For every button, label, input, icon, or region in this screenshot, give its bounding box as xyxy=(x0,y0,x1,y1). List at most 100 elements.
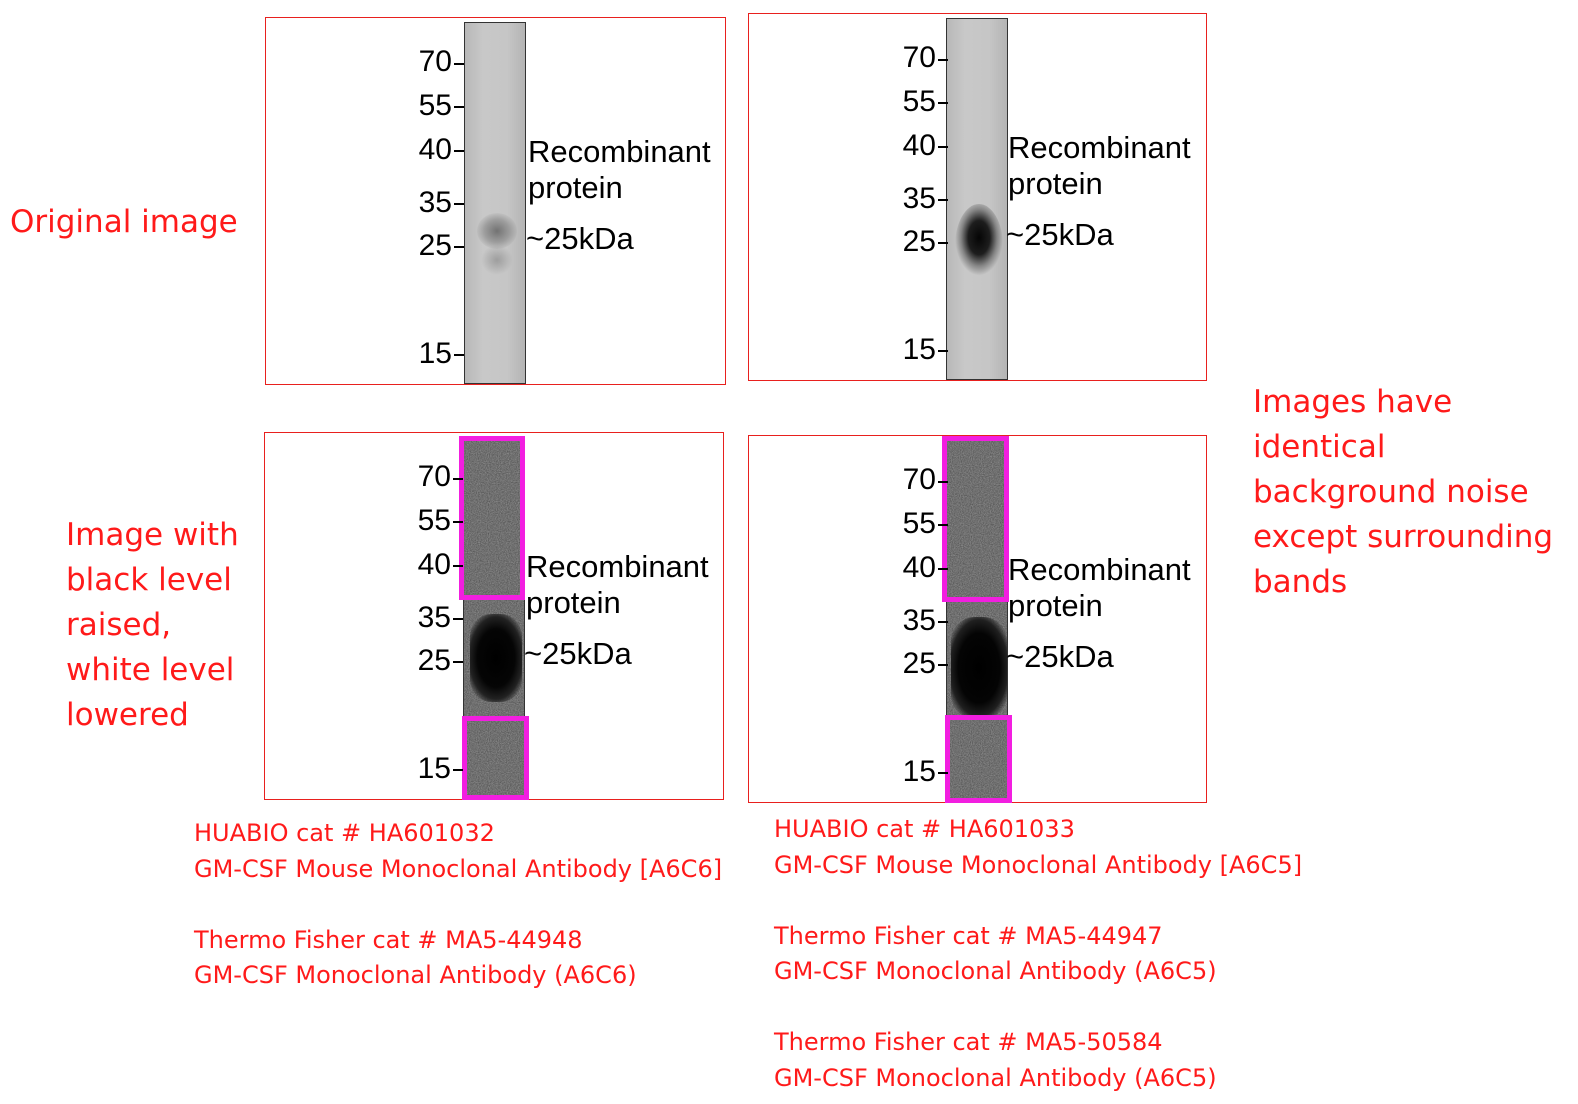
caption-line: GM-CSF Monoclonal Antibody (A6C5) xyxy=(774,957,1217,985)
mw-tick xyxy=(454,246,464,248)
blot-lane xyxy=(463,437,525,799)
mw-marker-40: 40 xyxy=(418,133,452,166)
band-size: ~25kDa xyxy=(1006,639,1114,674)
protein-band xyxy=(951,617,1007,719)
mw-tick xyxy=(938,199,948,201)
label-original-image: Original image xyxy=(10,204,238,240)
band-size: ~25kDa xyxy=(1006,217,1114,252)
mw-tick xyxy=(453,769,463,771)
mw-tick xyxy=(938,242,948,244)
mw-marker-55: 55 xyxy=(417,504,451,537)
mw-tick xyxy=(938,568,948,570)
caption-left: HUABIO cat # HA601032 GM-CSF Mouse Monoc… xyxy=(194,816,722,994)
mw-tick xyxy=(453,661,463,663)
desc-line: Recombinant xyxy=(528,134,711,169)
note-identical-noise: Images have identical background noise e… xyxy=(1253,380,1553,605)
mw-marker-25: 25 xyxy=(902,225,936,258)
protein-band xyxy=(955,204,1003,288)
desc-line: Recombinant xyxy=(1008,130,1191,165)
band-description: Recombinant protein xyxy=(1008,130,1191,202)
caption-line: HUABIO cat # HA601033 xyxy=(774,815,1075,843)
mw-tick xyxy=(454,150,464,152)
protein-band xyxy=(477,213,517,249)
desc-line: protein xyxy=(1008,166,1103,201)
label-line: Image with xyxy=(66,517,239,553)
highlight-box-upper xyxy=(459,436,525,600)
mw-tick xyxy=(453,618,463,620)
mw-marker-55: 55 xyxy=(418,89,452,122)
mw-marker-35: 35 xyxy=(417,601,451,634)
mw-tick xyxy=(454,203,464,205)
protein-band-smear xyxy=(481,245,513,275)
highlight-box-lower xyxy=(462,716,529,800)
caption-spacer xyxy=(774,990,1302,1026)
mw-tick xyxy=(453,565,463,567)
desc-line: protein xyxy=(526,585,621,620)
mw-tick xyxy=(938,102,948,104)
mw-marker-70: 70 xyxy=(417,460,451,493)
blot-lane xyxy=(946,440,1008,802)
mw-marker-25: 25 xyxy=(902,647,936,680)
caption-line: GM-CSF Monoclonal Antibody (A6C6) xyxy=(194,961,637,989)
band-description: Recombinant protein xyxy=(526,549,709,621)
caption-line: GM-CSF Mouse Monoclonal Antibody [A6C6] xyxy=(194,854,723,883)
caption-line: Thermo Fisher cat # MA5-44948 xyxy=(194,925,583,954)
caption-line: GM-CSF Monoclonal Antibody (A6C5) xyxy=(774,1063,1217,1092)
caption-line: Thermo Fisher cat # MA5-44947 xyxy=(774,921,1163,950)
mw-tick xyxy=(938,481,948,483)
mw-tick xyxy=(938,664,948,666)
mw-marker-15: 15 xyxy=(902,333,936,366)
mw-marker-35: 35 xyxy=(418,186,452,219)
label-adjusted-image: Image with black level raised, white lev… xyxy=(66,513,239,738)
blot-lane xyxy=(464,22,526,384)
mw-marker-15: 15 xyxy=(417,752,451,785)
mw-tick xyxy=(938,146,948,148)
label-line: black level xyxy=(66,562,232,598)
blot-panel-top-left: 70 55 40 35 25 15 Recombinant protein ~2… xyxy=(265,17,726,385)
note-line: except surrounding xyxy=(1253,519,1554,555)
mw-marker-35: 35 xyxy=(902,604,936,637)
caption-right: HUABIO cat # HA601033 GM-CSF Mouse Monoc… xyxy=(774,812,1302,1096)
mw-tick xyxy=(454,106,464,108)
mw-tick xyxy=(938,621,948,623)
band-size: ~25kDa xyxy=(526,221,634,256)
mw-marker-25: 25 xyxy=(417,644,451,677)
mw-tick xyxy=(453,521,463,523)
mw-tick xyxy=(938,772,948,774)
band-size: ~25kDa xyxy=(524,636,632,671)
mw-marker-40: 40 xyxy=(417,548,451,581)
mw-tick xyxy=(938,350,948,352)
band-description: Recombinant protein xyxy=(1008,552,1191,624)
mw-marker-70: 70 xyxy=(902,463,936,496)
mw-marker-70: 70 xyxy=(902,41,936,74)
highlight-box-lower xyxy=(945,715,1012,803)
desc-line: Recombinant xyxy=(526,549,709,584)
label-line: raised, xyxy=(66,607,172,643)
mw-marker-70: 70 xyxy=(418,45,452,78)
blot-lane xyxy=(946,18,1008,380)
mw-marker-40: 40 xyxy=(902,129,936,162)
blot-panel-top-right: 70 55 40 35 25 15 Recombinant protein ~2… xyxy=(748,13,1207,381)
protein-band xyxy=(470,614,522,702)
blot-panel-bottom-right: 70 55 40 35 25 15 Recombinant protein ~2… xyxy=(748,435,1207,803)
caption-line: HUABIO cat # HA601032 xyxy=(194,819,495,847)
desc-line: protein xyxy=(528,170,623,205)
mw-marker-35: 35 xyxy=(902,182,936,215)
blot-panel-bottom-left: 70 55 40 35 25 15 Recombinant protein ~2… xyxy=(264,432,724,800)
mw-marker-55: 55 xyxy=(902,507,936,540)
desc-line: protein xyxy=(1008,588,1103,623)
mw-tick xyxy=(938,524,948,526)
mw-tick xyxy=(454,354,464,356)
highlight-box-upper xyxy=(942,436,1009,602)
mw-marker-40: 40 xyxy=(902,551,936,584)
band-description: Recombinant protein xyxy=(528,134,711,206)
label-line: white level xyxy=(66,652,235,688)
note-line: identical xyxy=(1253,429,1386,465)
mw-tick xyxy=(454,63,464,65)
mw-marker-55: 55 xyxy=(902,85,936,118)
note-line: bands xyxy=(1253,564,1348,600)
caption-spacer xyxy=(774,883,1302,919)
caption-line: GM-CSF Mouse Monoclonal Antibody [A6C5] xyxy=(774,850,1303,879)
label-line: lowered xyxy=(66,697,189,733)
mw-tick xyxy=(453,478,463,480)
